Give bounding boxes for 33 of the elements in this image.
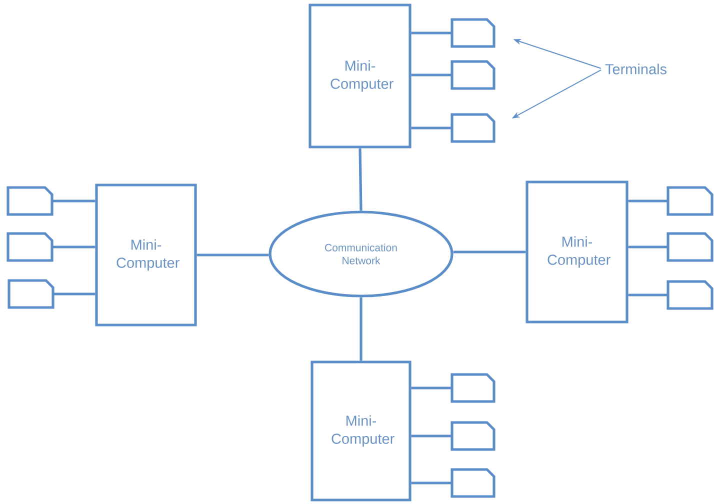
- terminal-box: [450, 18, 496, 48]
- terminals-label: Terminals: [605, 64, 666, 74]
- computer-box: Mini-Computer: [95, 184, 197, 326]
- connector-line: [453, 250, 526, 254]
- connector-line: [360, 297, 362, 361]
- terminal-box: [666, 186, 714, 216]
- connector-line: [628, 200, 668, 202]
- terminal-box: [666, 232, 714, 262]
- connector-line: [52, 200, 96, 202]
- computer-box: Mini-Computer: [526, 180, 628, 324]
- terminal-box: [450, 60, 496, 90]
- terminal-box: [8, 279, 54, 309]
- terminal-box: [450, 421, 496, 451]
- connector-line: [628, 294, 668, 296]
- connector-line: [411, 482, 452, 484]
- connector-line: [628, 246, 668, 248]
- connector-line: [411, 386, 452, 390]
- terminal-box: [450, 468, 496, 498]
- terminal-box: [450, 113, 496, 143]
- connector-line: [196, 254, 269, 256]
- terminal-box: [450, 373, 496, 403]
- connector-line: [358, 148, 362, 211]
- terminal-box: [6, 232, 54, 262]
- terminal-box: [6, 186, 54, 216]
- computer-box: Mini-Computer: [308, 4, 412, 148]
- connector-line: [411, 32, 452, 34]
- connector-line: [53, 292, 96, 296]
- terminal-box: [666, 280, 714, 310]
- connector-line: [411, 126, 452, 130]
- computer-box: Mini-Computer: [310, 360, 412, 502]
- connector-line: [411, 434, 452, 438]
- connector-line: [52, 246, 96, 248]
- connector-line: [411, 74, 452, 76]
